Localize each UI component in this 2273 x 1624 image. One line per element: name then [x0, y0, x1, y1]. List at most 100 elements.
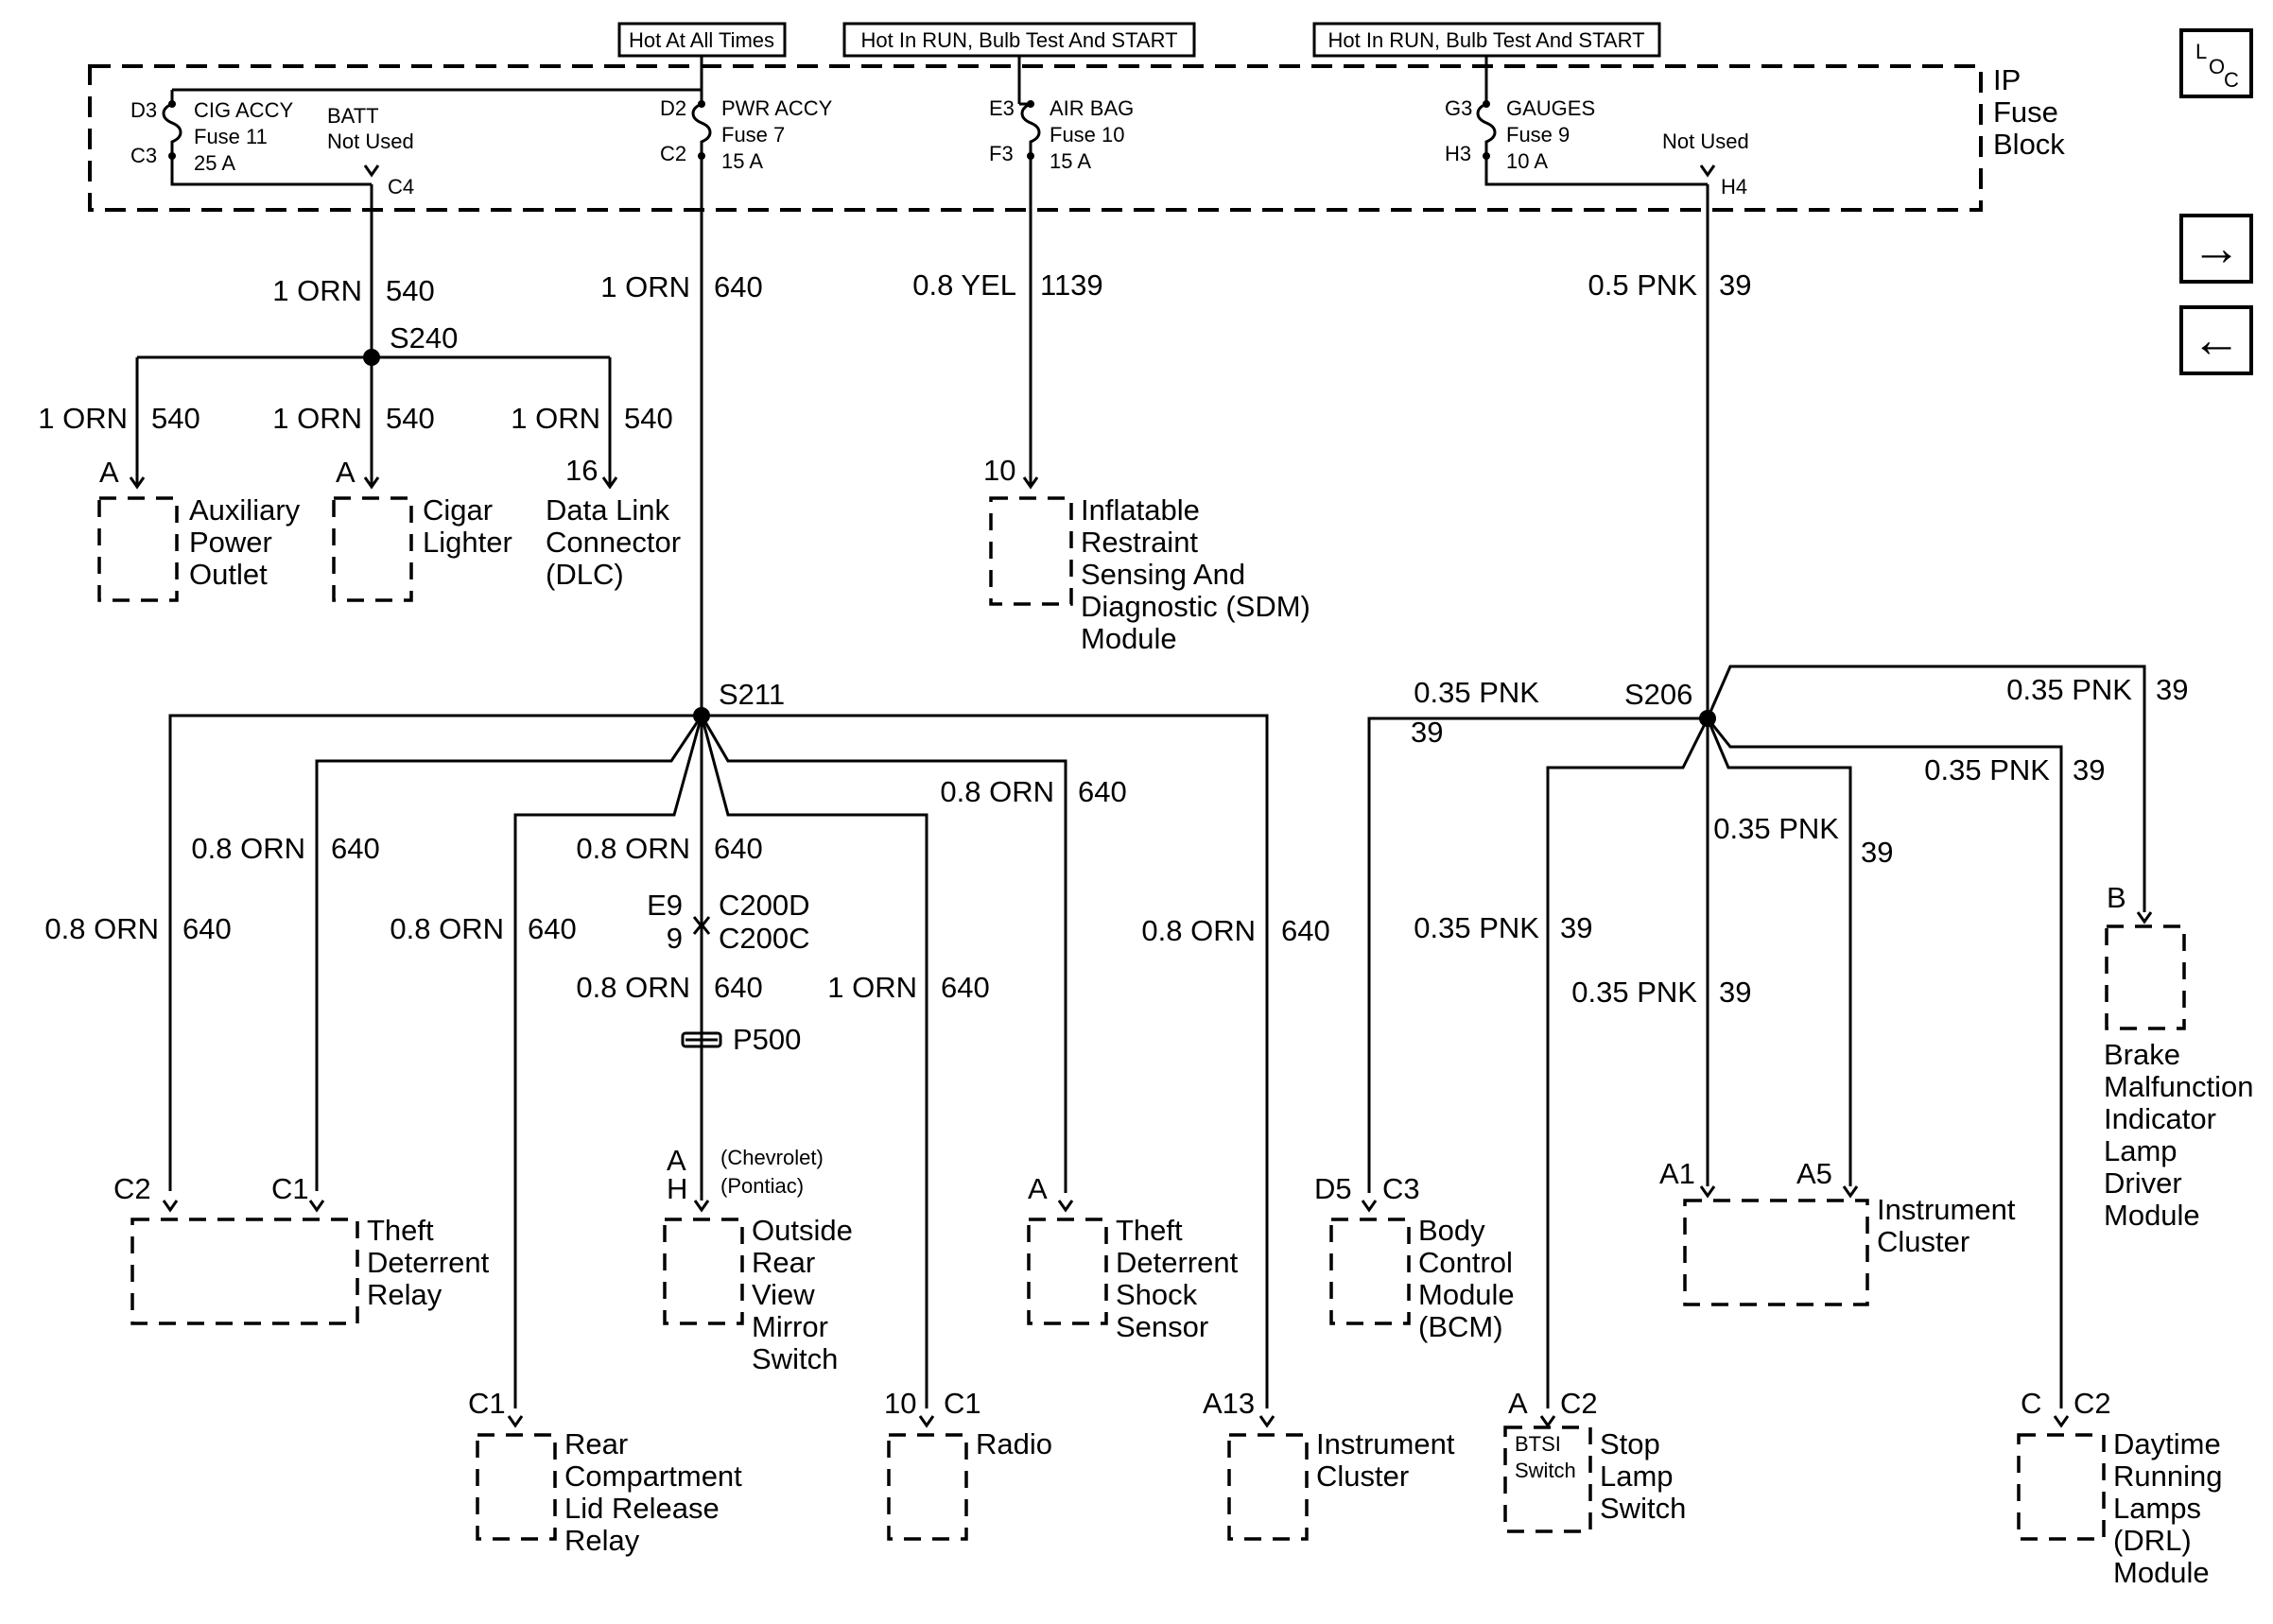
svg-text:640: 640 — [331, 832, 380, 865]
svg-text:Inflatable: Inflatable — [1081, 493, 1200, 527]
svg-text:C4: C4 — [388, 175, 414, 199]
svg-text:Malfunction: Malfunction — [2104, 1070, 2254, 1103]
svg-text:Daytime: Daytime — [2113, 1427, 2221, 1460]
svg-text:Instrument: Instrument — [1316, 1427, 1455, 1460]
forward-arrow-button[interactable]: → — [2179, 214, 2253, 284]
svg-text:D3: D3 — [130, 98, 157, 122]
svg-text:(Chevrolet): (Chevrolet) — [720, 1146, 824, 1169]
svg-text:Outlet: Outlet — [189, 558, 268, 591]
svg-text:C2: C2 — [660, 142, 686, 165]
svg-text:Module: Module — [2104, 1199, 2200, 1232]
back-arrow-button[interactable]: ← — [2179, 305, 2253, 375]
splice-s206-label: S206 — [1624, 678, 1692, 711]
svg-text:1 ORN: 1 ORN — [272, 402, 362, 435]
svg-text:1139: 1139 — [1040, 268, 1103, 302]
svg-text:L: L — [2195, 40, 2207, 63]
svg-text:CIG ACCY: CIG ACCY — [194, 98, 293, 122]
svg-text:Radio: Radio — [976, 1427, 1052, 1460]
svg-text:16: 16 — [565, 454, 598, 487]
svg-text:15 A: 15 A — [1050, 149, 1091, 173]
svg-text:Stop: Stop — [1600, 1427, 1660, 1460]
svg-text:H3: H3 — [1445, 142, 1471, 165]
svg-text:0.35 PNK: 0.35 PNK — [1571, 976, 1697, 1009]
svg-text:39: 39 — [1719, 268, 1751, 302]
svg-text:Cluster: Cluster — [1877, 1225, 1969, 1258]
svg-text:Outside: Outside — [752, 1214, 853, 1247]
svg-text:Diagnostic (SDM): Diagnostic (SDM) — [1081, 590, 1310, 623]
fuse-air-bag: E3 F3 AIR BAG Fuse 10 15 A — [989, 96, 1134, 184]
svg-text:A: A — [1508, 1387, 1528, 1420]
svg-text:1 ORN: 1 ORN — [827, 971, 917, 1004]
svg-text:Sensor: Sensor — [1116, 1310, 1208, 1343]
svg-text:Sensing And: Sensing And — [1081, 558, 1245, 591]
svg-text:Relay: Relay — [564, 1524, 640, 1557]
svg-text:F3: F3 — [989, 142, 1014, 165]
fuse-pwr-accy: D2 C2 PWR ACCY Fuse 7 15 A — [660, 96, 833, 184]
svg-text:640: 640 — [714, 971, 763, 1004]
svg-text:Fuse 11: Fuse 11 — [194, 125, 268, 148]
svg-text:0.8 YEL: 0.8 YEL — [912, 268, 1016, 302]
svg-text:Fuse 9: Fuse 9 — [1506, 123, 1570, 147]
svg-text:0.8 ORN: 0.8 ORN — [576, 971, 690, 1004]
fuse-block-label: IP Fuse Block — [1993, 63, 2065, 161]
svg-text:C1: C1 — [271, 1172, 309, 1205]
wire-labels: 1 ORN 540 1 ORN 640 0.8 YEL 1139 0.5 PNK… — [38, 268, 2188, 1009]
svg-text:Rear: Rear — [752, 1246, 815, 1279]
loc-button[interactable]: L O C — [2179, 28, 2253, 98]
component-drl-module: C C2 Daytime Running Lamps (DRL) Module — [2017, 1387, 2222, 1589]
svg-text:Module: Module — [1418, 1278, 1515, 1311]
svg-text:D2: D2 — [660, 96, 686, 120]
svg-text:E3: E3 — [989, 96, 1015, 120]
p500-splice-pack: P500 — [681, 1023, 801, 1056]
svg-text:39: 39 — [2073, 753, 2105, 786]
svg-text:640: 640 — [182, 912, 232, 945]
svg-text:Connector: Connector — [546, 526, 681, 559]
svg-text:0.35 PNK: 0.35 PNK — [1414, 911, 1539, 944]
connector-c200: E9 C200D 9 C200C — [647, 889, 809, 955]
svg-text:0.5 PNK: 0.5 PNK — [1588, 268, 1698, 302]
svg-text:Instrument: Instrument — [1877, 1193, 2016, 1226]
svg-text:C2: C2 — [1560, 1387, 1598, 1420]
svg-text:1 ORN: 1 ORN — [511, 402, 600, 435]
svg-text:Mirror: Mirror — [752, 1310, 828, 1343]
svg-text:IP: IP — [1993, 63, 2021, 96]
svg-text:0.35 PNK: 0.35 PNK — [1713, 812, 1839, 845]
splice-s240-label: S240 — [390, 321, 458, 354]
svg-text:C1: C1 — [944, 1387, 981, 1420]
svg-text:Switch: Switch — [1600, 1492, 1686, 1525]
svg-text:Compartment: Compartment — [564, 1460, 742, 1493]
svg-text:Body: Body — [1418, 1214, 1485, 1247]
svg-text:Lid Release: Lid Release — [564, 1492, 720, 1525]
svg-text:C3: C3 — [130, 144, 157, 167]
svg-text:Fuse: Fuse — [1993, 95, 2058, 129]
svg-text:C200D: C200D — [719, 889, 810, 922]
component-stop-lamp-switch: A C2 BTSI Switch Stop Lamp Switch — [1503, 1387, 1686, 1533]
svg-text:H: H — [667, 1172, 687, 1205]
component-auxiliary-power-outlet: A Auxiliary Power Outlet — [97, 456, 301, 602]
svg-text:G3: G3 — [1445, 96, 1472, 120]
svg-text:39: 39 — [1861, 836, 1893, 869]
header-hot-at-all-times: Hot At All Times — [617, 22, 787, 58]
svg-text:Cigar: Cigar — [423, 493, 493, 527]
svg-text:(BCM): (BCM) — [1418, 1310, 1503, 1343]
svg-text:Lamps: Lamps — [2113, 1492, 2201, 1525]
component-theft-deterrent-relay: C2 C1 Theft Deterrent Relay — [113, 1172, 490, 1325]
svg-text:Lighter: Lighter — [423, 526, 512, 559]
svg-text:10 A: 10 A — [1506, 149, 1548, 173]
svg-text:Running: Running — [2113, 1460, 2222, 1493]
svg-text:Auxiliary: Auxiliary — [189, 493, 301, 527]
arrow-right-icon: → — [2192, 221, 2241, 276]
svg-text:B: B — [2107, 881, 2126, 914]
svg-text:Block: Block — [1993, 128, 2065, 161]
svg-text:0.8 ORN: 0.8 ORN — [191, 832, 305, 865]
svg-text:Fuse 7: Fuse 7 — [721, 123, 785, 147]
svg-text:Lamp: Lamp — [1600, 1460, 1674, 1493]
svg-text:A5: A5 — [1796, 1157, 1832, 1190]
svg-text:Hot At All Times: Hot At All Times — [629, 28, 774, 52]
svg-text:(Pontiac): (Pontiac) — [720, 1174, 804, 1198]
svg-text:Shock: Shock — [1116, 1278, 1198, 1311]
svg-text:PWR ACCY: PWR ACCY — [721, 96, 833, 120]
component-outside-mirror-switch: A H (Chevrolet) (Pontiac) Outside Rear V… — [663, 1144, 853, 1375]
component-instrument-cluster-a1-a5: A1 A5 Instrument Cluster — [1659, 1157, 2016, 1306]
